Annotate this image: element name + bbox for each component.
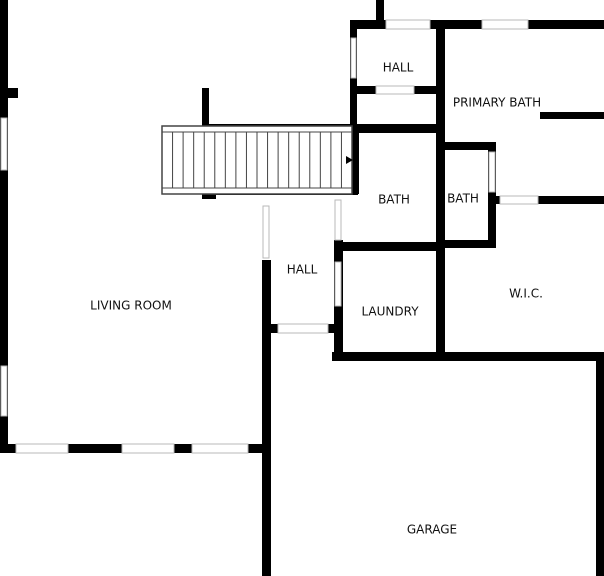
room-label-wic: W.I.C. (509, 287, 543, 301)
laundry-north-wall (334, 242, 444, 251)
window-left-2 (0, 365, 8, 417)
window-upper-hall (375, 85, 415, 95)
room-label-garage: GARAGE (407, 523, 457, 537)
stair-treads (172, 132, 342, 188)
window-top-2 (481, 19, 529, 30)
room-label-laundry: LAUNDRY (361, 305, 419, 319)
garage-east-wall (596, 352, 604, 576)
left-wall-jog (0, 88, 18, 98)
upper-wall-stub (202, 88, 209, 128)
window-laundry (334, 261, 342, 307)
wic-north-wall (488, 196, 604, 204)
room-label-hall-lower: HALL (287, 263, 318, 277)
windows (0, 19, 539, 454)
staircase (161, 125, 353, 195)
room-labels: HALL PRIMARY BATH BATH BATH HALL LIVING … (90, 61, 543, 537)
hall-west-wall (262, 260, 271, 332)
window-south-3 (191, 443, 249, 454)
center-spine-wall (436, 20, 445, 356)
primary-bath-partition (540, 112, 604, 119)
upper-hall-north-wall (350, 20, 604, 29)
bath-west-wall (350, 124, 359, 194)
window-wic (499, 195, 539, 205)
window-upper-hall-side (350, 37, 357, 79)
room-label-bath-right: BATH (447, 192, 479, 206)
left-exterior-wall (0, 0, 8, 452)
room-label-hall-upper: HALL (383, 61, 414, 75)
window-top-1 (385, 19, 431, 30)
window-left-1 (0, 117, 8, 171)
top-wall-stub (376, 0, 384, 24)
inner-bath-north-wall (436, 142, 494, 150)
window-south-1 (15, 443, 69, 454)
room-label-primary-bath: PRIMARY BATH (453, 96, 541, 110)
room-label-living-room: LIVING ROOM (90, 299, 172, 313)
inner-bath-south-wall (436, 240, 496, 248)
window-inner-bath (488, 151, 496, 193)
window-hall-south (277, 323, 329, 334)
garage-west-wall (262, 328, 271, 576)
window-hall-east (334, 199, 342, 241)
room-label-bath-left: BATH (378, 193, 410, 207)
arrow-right-icon (346, 156, 353, 164)
garage-north-wall (332, 352, 604, 361)
inner-bath-east-wall (488, 142, 496, 246)
window-hall-west (262, 205, 270, 259)
window-south-2 (121, 443, 175, 454)
